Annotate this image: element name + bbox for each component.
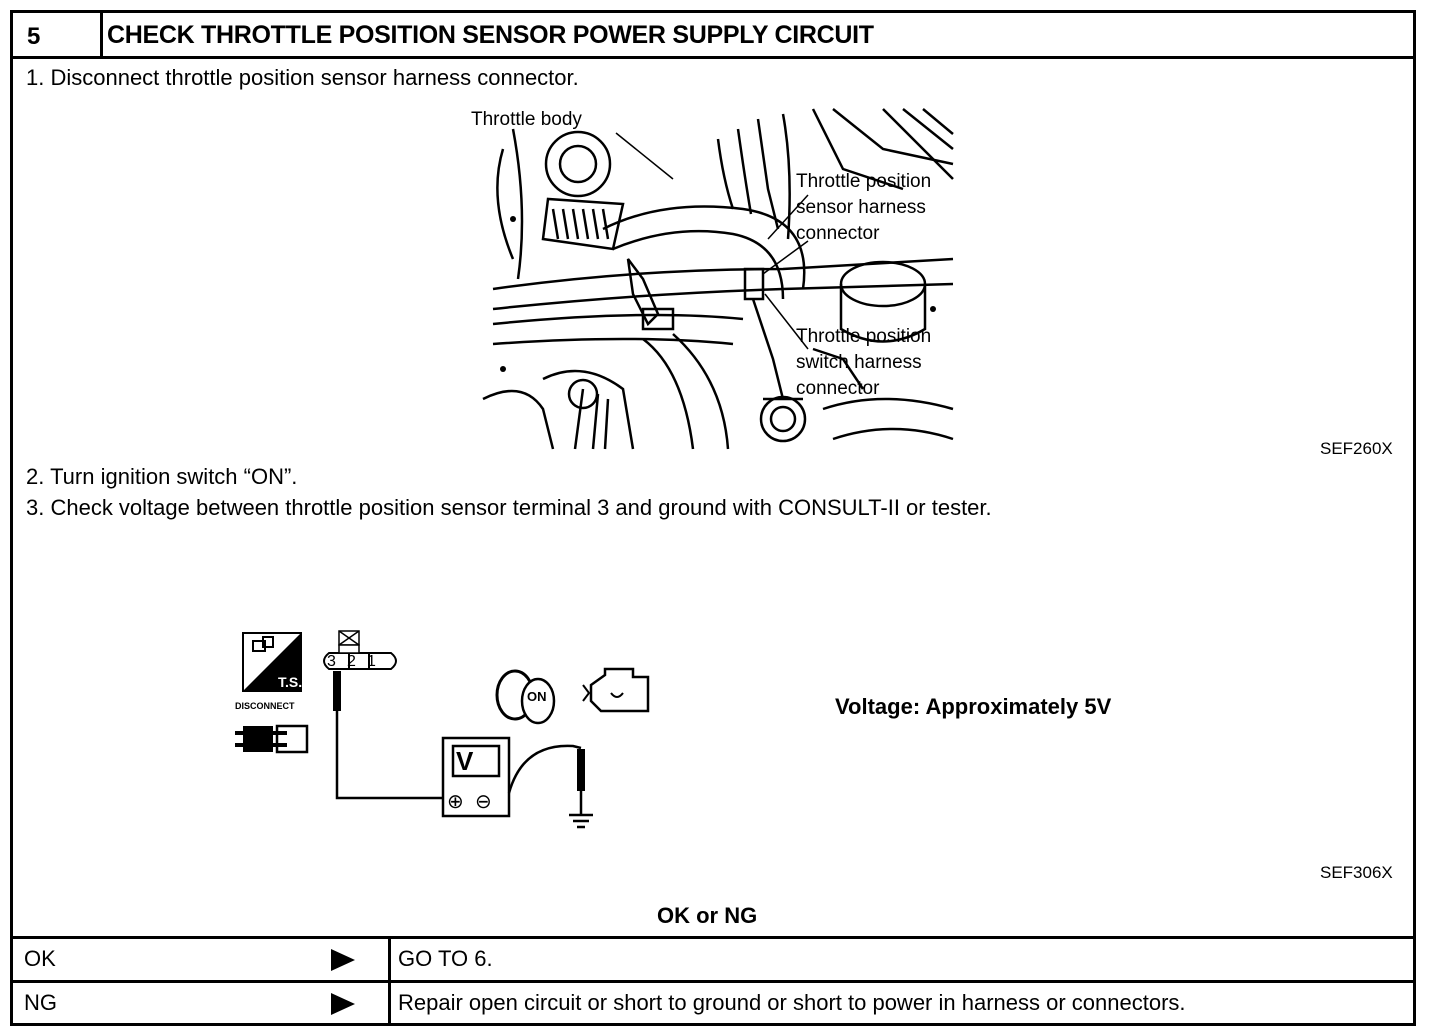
result-column-divider	[388, 936, 391, 1026]
disconnect-label: DISCONNECT	[235, 701, 295, 711]
ts-label: T.S.	[278, 674, 303, 690]
result-row-divider	[13, 980, 1413, 983]
meter-plus-terminal: ⊕	[447, 791, 464, 813]
result-ng-label: NG	[24, 990, 57, 1015]
figure1-reference: SEF260X	[1320, 439, 1393, 458]
result-ok-arrow-icon	[331, 949, 355, 971]
meter-volts-label: V	[456, 746, 474, 776]
key-on-label: ON	[527, 689, 547, 704]
result-top-divider	[13, 936, 1413, 939]
voltage-check-diagram	[235, 630, 650, 829]
result-ok-action: GO TO 6.	[398, 946, 493, 971]
step-title: CHECK THROTTLE POSITION SENSOR POWER SUP…	[107, 21, 874, 49]
instruction-3: 3. Check voltage between throttle positi…	[26, 495, 992, 520]
engine-bay-illustration	[482, 108, 954, 450]
procedure-table: 5 CHECK THROTTLE POSITION SENSOR POWER S…	[10, 10, 1416, 1026]
instruction-2: 2. Turn ignition switch “ON”.	[26, 464, 298, 489]
terminal-2: 2	[347, 653, 356, 670]
result-ng-action: Repair open circuit or short to ground o…	[398, 990, 1186, 1015]
terminal-1: 1	[367, 653, 376, 670]
judgement-label: OK or NG	[657, 903, 758, 928]
header-divider	[13, 56, 1413, 59]
voltage-spec: Voltage: Approximately 5V	[835, 694, 1112, 719]
instruction-1: 1. Disconnect throttle position sensor h…	[26, 65, 579, 90]
callout-throttle-body: Throttle body	[471, 109, 582, 130]
callout-sensor-harness-connector: Throttle position sensor harness connect…	[796, 171, 932, 244]
callout-switch-harness-connector: Throttle position switch harness connect…	[796, 326, 932, 399]
meter-minus-terminal: ⊖	[475, 791, 492, 813]
result-ok-label: OK	[24, 946, 56, 971]
step-number: 5	[27, 23, 41, 50]
result-ng-arrow-icon	[331, 993, 355, 1015]
terminal-3: 3	[327, 653, 336, 670]
figure2-reference: SEF306X	[1320, 863, 1393, 882]
header-column-divider	[100, 13, 103, 56]
